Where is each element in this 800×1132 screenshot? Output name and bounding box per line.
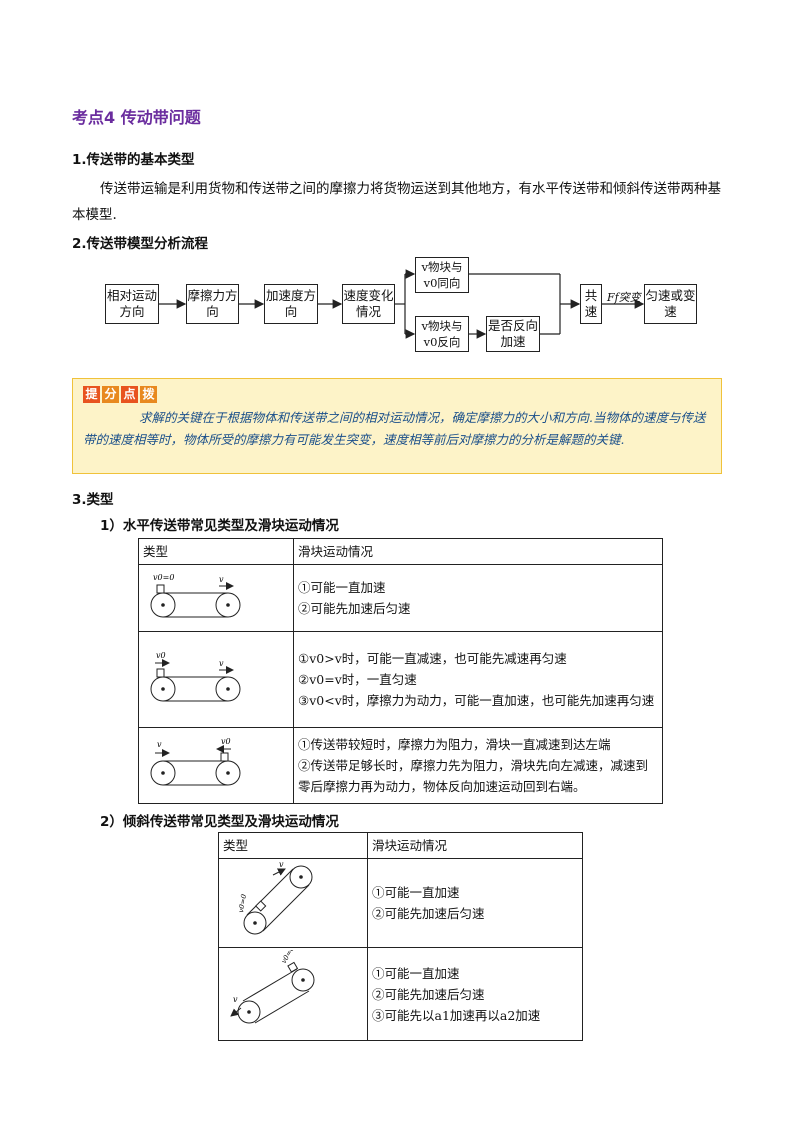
table-row: v0=0 v ①可能一直加速 ②可能先加速后匀速	[218, 858, 583, 948]
belt-diagram-2: v0 v	[150, 651, 241, 701]
h3-line-2: ②传送带足够长时，摩擦力先为阻力，滑块先向左减速，减速到零后摩擦力再为动力，物体…	[298, 758, 649, 794]
h3-line-1: ①传送带较短时，摩擦力为阻力，滑块一直减速到达左端	[298, 737, 611, 752]
flow-box-velocity-change: 速度变化情况	[342, 284, 395, 324]
h1-line-1: ①可能一直加速	[298, 580, 386, 595]
incline1-label-a: v	[279, 861, 284, 869]
section1-heading: 1.传送带的基本类型	[72, 152, 195, 168]
i1-line-2: ②可能先加速后匀速	[372, 906, 485, 921]
tip-badge-1: 提	[83, 386, 100, 403]
belt1-label-a: v0=0	[153, 573, 174, 582]
incline-diagram-2: v0=0 v	[230, 944, 315, 1024]
flow-box-relative-motion: 相对运动方向	[105, 284, 159, 324]
table-row: v0=0 v ①可能一直加速 ②可能先加速后匀速	[138, 564, 663, 632]
inclined-col-type: 类型	[218, 832, 368, 859]
horizontal-fig-3: v v0	[138, 727, 294, 804]
belt2-label-b: v	[219, 659, 224, 668]
flow-box-friction-direction: 摩擦力方向	[186, 284, 239, 324]
h2-line-3: ③v0<v时，摩擦力为动力，可能一直加速，也可能先加速再匀速	[298, 693, 655, 708]
incline-diagram-1: v0=0 v	[237, 860, 313, 935]
section1-paragraph: 传送带运输是利用货物和传送带之间的摩擦力将货物运送到其他地方，有水平传送带和倾斜…	[72, 181, 721, 223]
inclined-fig-2: v0=0 v	[218, 944, 368, 1041]
h2-line-2: ②v0=v时，一直匀速	[298, 672, 417, 687]
h1-line-2: ②可能先加速后匀速	[298, 601, 411, 616]
horizontal-table: 类型 滑块运动情况 v0=0 v ①可能一直加速 ②可能先加速后匀速	[138, 538, 663, 804]
tip-badge-3: 点	[121, 386, 138, 403]
flow-box-acceleration-direction: 加速度方向	[264, 284, 318, 324]
belt-diagram-3: v v0	[150, 737, 241, 785]
tip-badge-2: 分	[102, 386, 119, 403]
inclined-heading: 2）倾斜传送带常见类型及滑块运动情况	[100, 814, 339, 830]
tip-box: 提 分 点 拨 求解的关键在于根据物体和传送带之间的相对运动情况，确定摩擦力的大…	[72, 378, 722, 474]
incline1-label-b: v0=0	[237, 893, 248, 913]
table-row: v0 v ①v0>v时，可能一直减速，也可能先减速再匀速 ②v0=v时，一直匀速…	[138, 631, 663, 728]
page-title: 考点4 传动带问题	[72, 108, 201, 127]
table-row: v v0 ①传送带较短时，摩擦力为阻力，滑块一直减速到达左端 ②传送带足够长时，…	[138, 727, 663, 804]
h2-line-1: ①v0>v时，可能一直减速，也可能先减速再匀速	[298, 651, 567, 666]
horizontal-fig-2: v0 v	[138, 631, 294, 728]
i1-line-1: ①可能一直加速	[372, 885, 460, 900]
table-row: v0=0 v ①可能一直加速 ②可能先加速后匀速 ③可能先以a1加速再以a2加速	[218, 944, 583, 1041]
horizontal-fig-1: v0=0 v	[138, 564, 294, 632]
belt-diagram-1: v0=0 v	[150, 573, 241, 618]
horizontal-col-type: 类型	[138, 538, 294, 565]
flow-box-result: 匀速或变速	[644, 284, 697, 324]
flow-box-common-speed: 共速	[580, 284, 602, 324]
i2-line-1: ①可能一直加速	[372, 965, 460, 981]
flow-box-same-direction: v物块与v0同向	[415, 257, 469, 293]
tip-badge-4: 拨	[140, 386, 157, 403]
belt2-label-a: v0	[156, 651, 166, 660]
belt1-label-b: v	[219, 575, 224, 584]
horizontal-heading: 1）水平传送带常见类型及滑块运动情况	[100, 518, 339, 534]
incline2-label-b: v	[233, 995, 238, 1004]
belt3-label-b: v0	[221, 737, 231, 746]
horizontal-col-motion: 滑块运动情况	[293, 538, 663, 565]
flow-label-friction-change: Ff突变	[607, 291, 641, 304]
section3-heading: 3.类型	[72, 492, 114, 508]
i2-line-2: ②可能先加速后匀速	[372, 986, 485, 1002]
inclined-col-motion: 滑块运动情况	[367, 832, 583, 859]
section2-heading: 2.传送带模型分析流程	[72, 236, 209, 252]
inclined-table: 类型 滑块运动情况 v0=0 v ①可能一直加速 ②可能先加速后匀速	[218, 832, 583, 1041]
flow-box-reverse-acceleration: 是否反向加速	[486, 316, 540, 352]
belt3-label-a: v	[157, 740, 162, 749]
flow-box-opposite-direction: v物块与v0反向	[415, 316, 469, 352]
inclined-fig-1: v0=0 v	[218, 858, 368, 948]
tip-text: 求解的关键在于根据物体和传送带之间的相对运动情况，确定摩擦力的大小和方向.当物体…	[83, 410, 706, 447]
i2-line-3: ③可能先以a1加速再以a2加速	[372, 1007, 541, 1023]
